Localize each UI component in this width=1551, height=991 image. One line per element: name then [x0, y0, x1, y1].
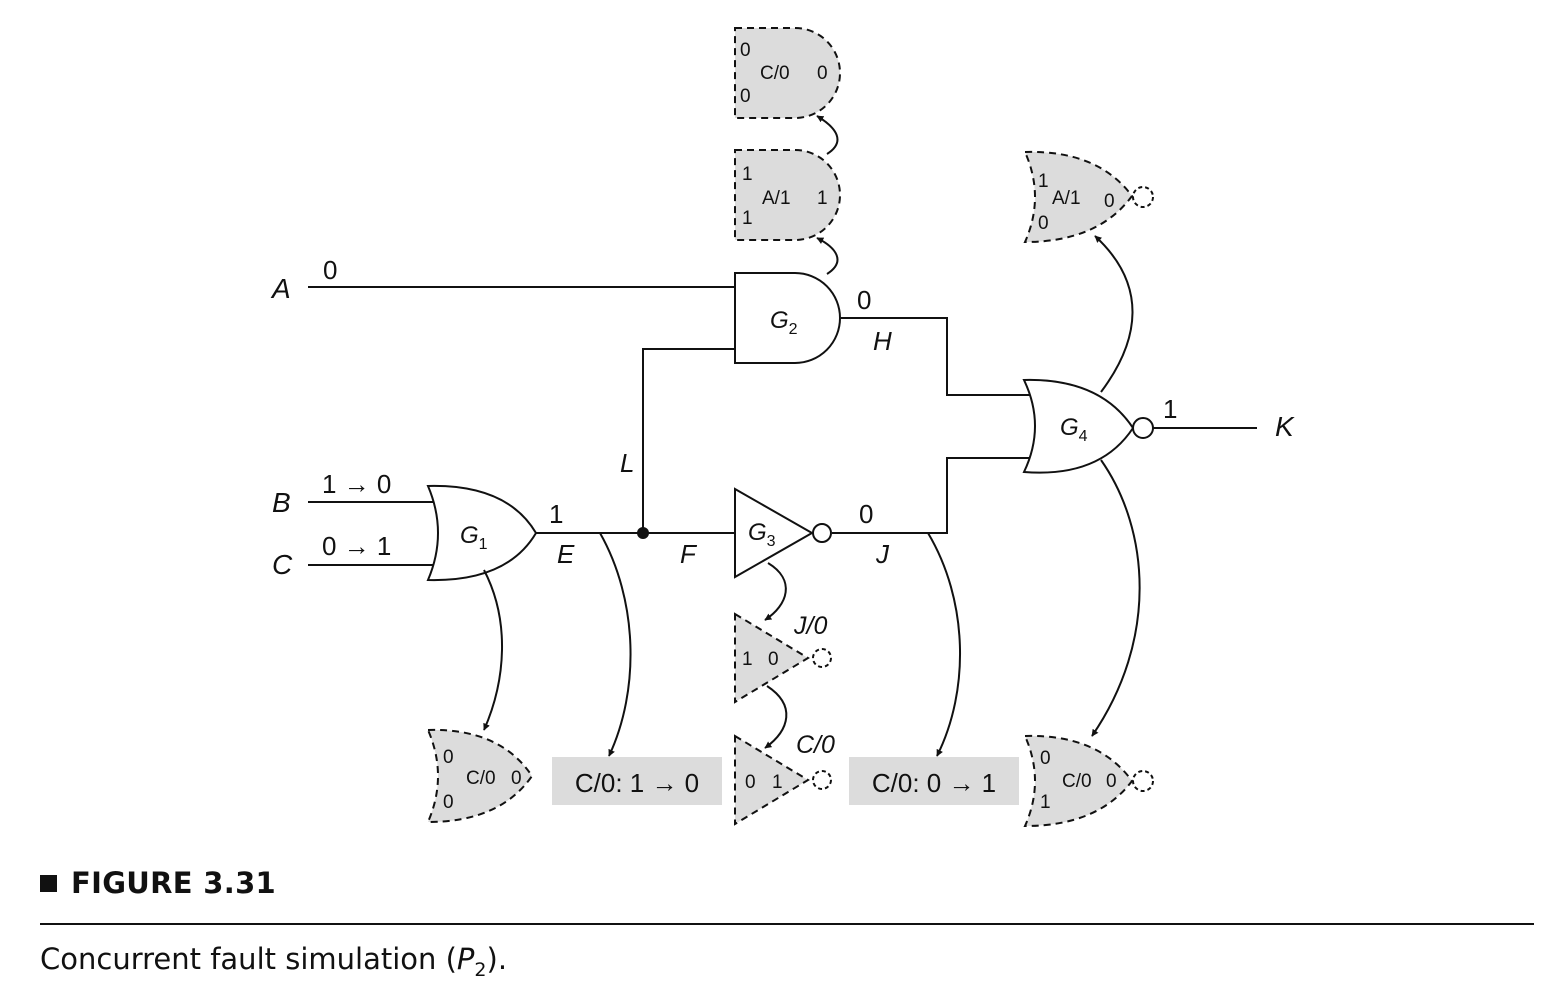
gate-g1-label: G1: [460, 522, 488, 553]
fault-g3-c0-label: C/0: [796, 731, 835, 759]
signal-b-value: 1 → 0: [322, 469, 391, 499]
fault-g3-c0-in: 0: [745, 772, 756, 793]
fault-box-e: C/0: 1 → 0: [552, 757, 722, 805]
fault-g1-c0-label: C/0: [466, 768, 496, 789]
arrow-g3-to-j0: [764, 562, 787, 621]
fault-g2-c0-out: 0: [817, 63, 828, 84]
signal-a-name: A: [270, 273, 291, 304]
signal-e-name: E: [557, 539, 575, 569]
fault-g1-c0-in2: 0: [443, 792, 454, 813]
fault-box-j: C/0: 0 → 1: [849, 757, 1019, 805]
fault-gate-g2-c0: 0 0 C/0 0: [734, 27, 841, 119]
arrow-j-to-box: [927, 532, 961, 757]
fault-gate-g3-c0: 0 1 C/0: [734, 731, 835, 826]
arrow-e-to-box: [599, 532, 632, 757]
wire-h: [841, 317, 1034, 396]
figure-label: FIGURE 3.31: [71, 866, 277, 900]
fault-gate-g1-c0: 0 0 C/0 0: [426, 728, 534, 824]
caption-sub: 2: [474, 958, 487, 981]
fault-g2-a1-label: A/1: [762, 188, 791, 209]
junction-dot: [637, 527, 649, 539]
fault-g4-a1-out: 0: [1104, 191, 1115, 212]
arrow-g1-to-c0: [483, 569, 503, 731]
caption-text: Concurrent fault simulation (: [40, 942, 457, 976]
fault-g4-a1-in1: 1: [1038, 171, 1049, 192]
gate-g4-label: G4: [1060, 414, 1088, 445]
fault-g4-c0-in2: 1: [1040, 792, 1051, 813]
fault-g3-j0-label: J/0: [793, 612, 827, 640]
fault-g4-a1-label: A/1: [1052, 188, 1081, 209]
arrow-j0-to-c0: [764, 685, 788, 749]
fault-gate-g4-a1: 1 0 A/1 0: [1023, 150, 1154, 244]
signal-f-name: F: [680, 539, 698, 569]
fault-g3-j0-in: 1: [742, 649, 753, 670]
divider: [40, 923, 1534, 925]
gate-g3-not: [734, 487, 815, 579]
fault-g2-c0-label: C/0: [760, 63, 790, 84]
gate-g3-bubble: [812, 523, 832, 543]
signal-h-name: H: [873, 326, 892, 356]
signal-l-name: L: [620, 448, 634, 478]
signal-k-value: 1: [1163, 394, 1177, 424]
signal-c-value: 0 → 1: [322, 531, 391, 561]
fault-g2-a1-in1: 1: [742, 164, 753, 185]
fault-g1-c0-out: 0: [511, 768, 522, 789]
fault-g1-c0-in1: 0: [443, 747, 454, 768]
figure-caption: Concurrent fault simulation (P2).: [40, 942, 507, 981]
fault-g4-c0-in1: 0: [1040, 748, 1051, 769]
arrow-g4-to-c0: [1091, 459, 1141, 737]
fault-box-j-text: C/0: 0 → 1: [872, 768, 996, 798]
gate-g4-bubble: [1132, 417, 1154, 439]
fault-g2-c0-in1: 0: [740, 40, 751, 61]
signal-j-value: 0: [859, 499, 873, 529]
caption-var: P: [456, 942, 475, 976]
arrow-g4-to-a1: [1094, 235, 1134, 393]
circuit-diagram: G1 G2 G3 G4 A 0 B 1 → 0 C 0 → 1 1 E F L …: [270, 27, 1295, 828]
signal-k-name: K: [1275, 411, 1295, 442]
arrow-g2-to-a1: [816, 237, 839, 275]
gate-g2-and: [734, 272, 841, 364]
fault-g2-c0-in2: 0: [740, 86, 751, 107]
signal-a-value: 0: [323, 255, 337, 285]
signal-b-name: B: [272, 487, 291, 518]
fault-box-e-text: C/0: 1 → 0: [575, 768, 699, 798]
gate-g4-nor: [1022, 378, 1135, 474]
wire-j: [832, 457, 1034, 534]
fault-g4-a1-in2: 0: [1038, 213, 1049, 234]
arrow-a1-to-c0: [816, 115, 839, 155]
gate-g1-or: [426, 484, 538, 582]
gate-g2-label: G2: [770, 307, 798, 338]
signal-c-name: C: [272, 549, 293, 580]
caption-end: ).: [486, 942, 508, 976]
wire-l: [642, 348, 735, 533]
fault-g2-a1-in2: 1: [742, 208, 753, 229]
fault-gate-g3-j0: 1 0 J/0: [734, 612, 832, 704]
fault-g2-a1-out: 1: [817, 188, 828, 209]
figure-heading: FIGURE 3.31: [40, 866, 276, 900]
gate-g3-label: G3: [748, 519, 776, 550]
fault-g4-c0-out: 0: [1106, 771, 1117, 792]
fault-gate-g2-a1: 1 1 A/1 1: [734, 149, 841, 241]
fault-g4-c0-label: C/0: [1062, 771, 1092, 792]
fault-g3-j0-out: 0: [768, 649, 779, 670]
signal-e-value: 1: [549, 499, 563, 529]
signal-j-name: J: [875, 539, 890, 569]
heading-square-icon: [40, 874, 57, 892]
fault-gate-g4-c0: 0 1 C/0 0: [1023, 734, 1154, 828]
signal-h-value: 0: [857, 285, 871, 315]
fault-g3-c0-out: 1: [772, 772, 783, 793]
